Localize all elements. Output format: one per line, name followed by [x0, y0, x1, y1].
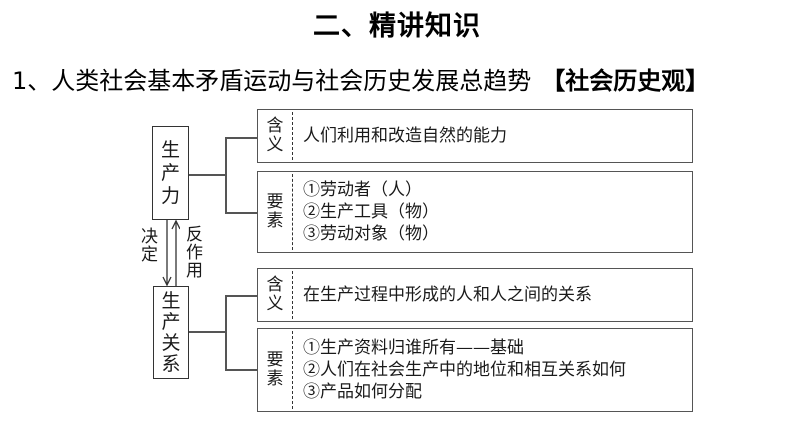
dashed-divider: [292, 331, 293, 409]
char: 生: [160, 138, 180, 161]
productive-forces-meaning-box: 含 义 人们利用和改造自然的能力: [257, 109, 693, 163]
char: 力: [160, 184, 180, 207]
char: 关: [161, 331, 181, 354]
subtitle-tag: 【社会历史观】: [541, 67, 710, 95]
elements-label: 要 素: [258, 172, 292, 252]
subtitle-text: 1、人类社会基本矛盾运动与社会历史发展总趋势: [12, 67, 532, 95]
char: 生: [161, 289, 181, 312]
element-item: ①劳动者（人）: [303, 180, 422, 200]
connector-line: [189, 331, 226, 333]
decides-label: 决 定: [141, 228, 158, 264]
char: 定: [141, 245, 158, 265]
char: 素: [266, 369, 284, 389]
element-item: ②人们在社会生产中的地位和相互关系如何: [303, 360, 626, 380]
char: 含: [266, 116, 284, 136]
char: 反: [186, 225, 203, 245]
char: 素: [266, 211, 284, 231]
relations-of-production-box: 生 产 关 系: [153, 286, 189, 379]
down-arrow-icon: [162, 220, 172, 287]
relations-meaning-box: 含 义 在生产过程中形成的人和人之间的关系: [257, 268, 693, 322]
char: 产: [161, 310, 181, 333]
char: 用: [186, 261, 203, 281]
connector-line: [225, 137, 227, 213]
slide-title: 二、精讲知识: [313, 11, 481, 42]
connector-line: [225, 295, 258, 297]
dashed-divider: [292, 112, 293, 160]
productive-forces-elements-box: 要 素 ①劳动者（人） ②生产工具（物） ③劳动对象（物）: [257, 171, 693, 253]
char: 义: [266, 294, 284, 314]
arrows-svg: [162, 219, 180, 287]
meaning-label: 含 义: [258, 269, 292, 321]
char: 要: [266, 192, 284, 212]
char: 要: [266, 350, 284, 370]
char: 含: [266, 275, 284, 295]
dashed-divider: [292, 174, 293, 250]
section-subtitle: 1、人类社会基本矛盾运动与社会历史发展总趋势【社会历史观】: [12, 61, 709, 96]
char: 系: [161, 352, 181, 375]
char: 义: [266, 135, 284, 155]
connector-line: [225, 295, 227, 370]
connector-line: [225, 137, 258, 139]
element-item: ②生产工具（物）: [303, 202, 439, 222]
char: 作: [186, 243, 203, 263]
meaning-text: 人们利用和改造自然的能力: [303, 126, 507, 146]
productive-forces-box: 生 产 力: [152, 126, 189, 220]
char: 产: [160, 161, 180, 184]
relations-elements-box: 要 素 ①生产资料归谁所有——基础 ②人们在社会生产中的地位和相互关系如何 ③产…: [257, 328, 693, 412]
reaction-label: 反 作 用: [186, 226, 203, 280]
connector-line: [225, 212, 258, 214]
element-item: ③劳动对象（物）: [303, 224, 439, 244]
char: 决: [141, 227, 158, 247]
connector-line: [189, 174, 226, 176]
element-item: ③产品如何分配: [303, 382, 422, 402]
elements-label: 要 素: [258, 329, 292, 411]
up-arrow-icon: [171, 219, 180, 286]
meaning-text: 在生产过程中形成的人和人之间的关系: [303, 285, 592, 305]
dashed-divider: [292, 271, 293, 319]
connector-line: [225, 369, 258, 371]
element-item: ①生产资料归谁所有——基础: [303, 338, 524, 358]
meaning-label: 含 义: [258, 110, 292, 162]
